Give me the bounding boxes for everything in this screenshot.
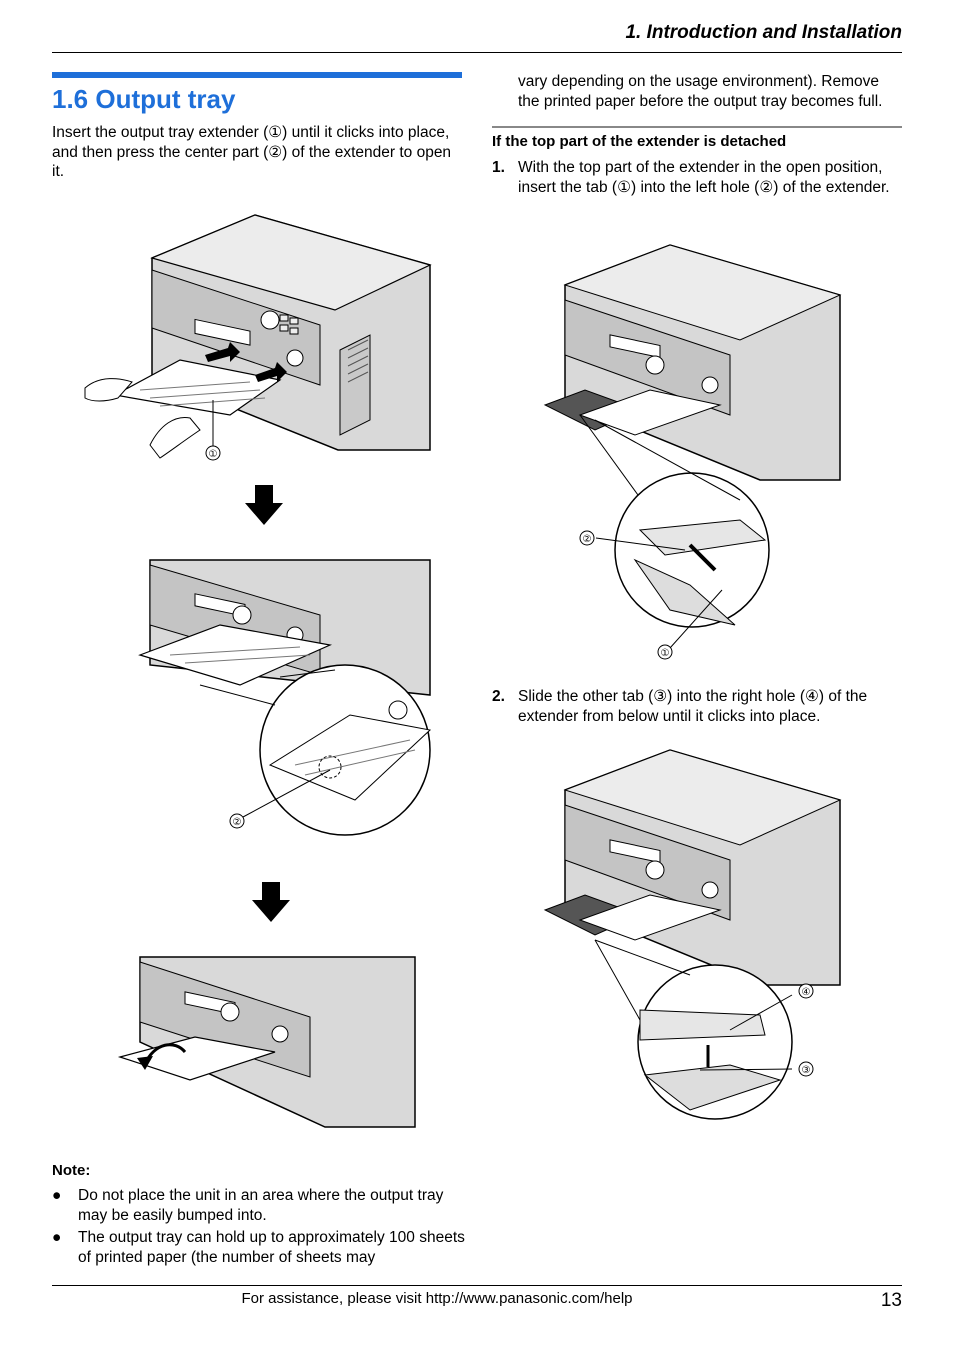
intro-text: Insert the output tray extender (①) unti… xyxy=(52,124,452,180)
subheading: If the top part of the extender is detac… xyxy=(492,133,787,150)
continuation-text: vary depending on the usage environment)… xyxy=(518,73,883,110)
illustration-press-center xyxy=(117,956,416,1128)
illustration-open-extender: ② xyxy=(138,559,432,836)
note-item-2: The output tray can hold up to approxima… xyxy=(78,1229,465,1266)
callout-2-a: ② xyxy=(233,817,242,828)
down-arrow-icon xyxy=(252,882,290,922)
step-2-text: Slide the other tab (③) into the right h… xyxy=(518,688,868,725)
note-title: Note: xyxy=(52,1162,91,1179)
section-bar xyxy=(52,72,462,78)
bullet-icon: ● xyxy=(52,1229,62,1246)
illustration-step-1: ② ① xyxy=(543,244,842,660)
step-1-text: With the top part of the extender in the… xyxy=(518,159,890,196)
section-title: 1.6 Output tray xyxy=(52,84,236,114)
footer-rule xyxy=(52,1285,902,1286)
subheading-rule xyxy=(492,126,902,128)
header-rule xyxy=(52,52,902,53)
chapter-header: 1. Introduction and Installation xyxy=(625,22,902,43)
page-number: 13 xyxy=(880,1290,902,1311)
footer-assist: For assistance, please visit http://www.… xyxy=(241,1290,633,1307)
callout-1-a: ① xyxy=(209,449,218,460)
down-arrow-icon xyxy=(245,485,283,525)
callout-1-b: ① xyxy=(661,648,670,659)
illustration-insert-extender: ① xyxy=(84,214,432,461)
note-item-1: Do not place the unit in an area where t… xyxy=(78,1187,444,1224)
step-2-number: 2. xyxy=(492,688,505,705)
callout-2-b: ② xyxy=(583,534,592,545)
illustration-step-2: ④ ③ xyxy=(543,749,842,1120)
callout-4: ④ xyxy=(802,987,811,998)
step-1-number: 1. xyxy=(492,159,505,176)
callout-3: ③ xyxy=(802,1065,811,1076)
bullet-icon: ● xyxy=(52,1187,62,1204)
